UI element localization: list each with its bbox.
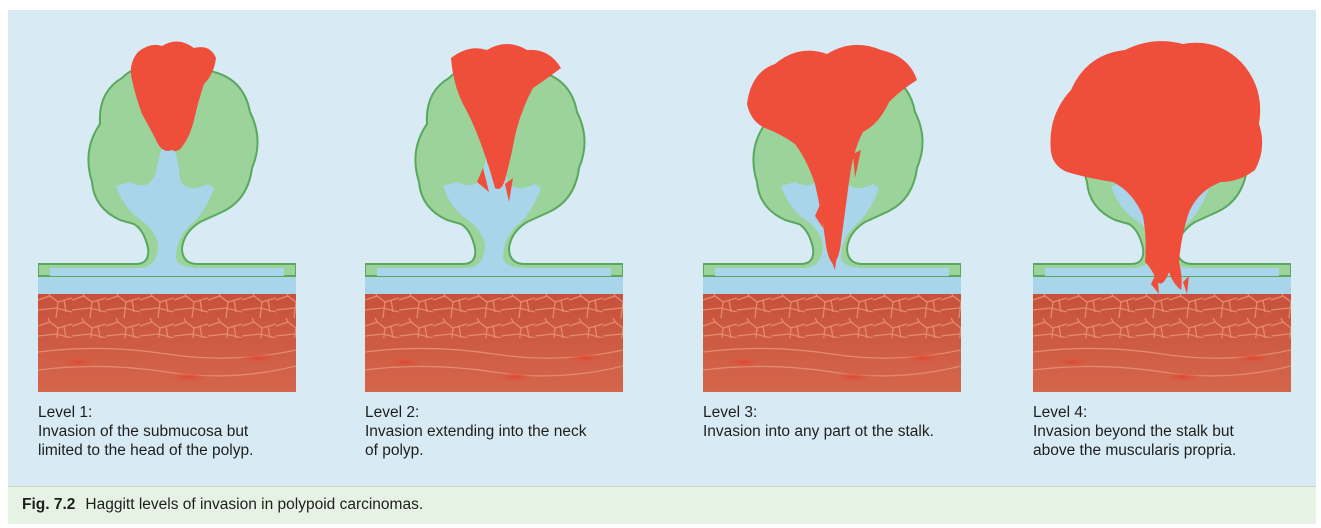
level-label: Level 3:	[703, 403, 993, 422]
level-description-line: Invasion into any part ot the stalk.	[703, 422, 993, 441]
level-2-caption: Level 2: Invasion extending into the nec…	[365, 403, 655, 460]
polyp-level-1-illustration	[38, 32, 296, 392]
muscularis-layer	[38, 294, 296, 392]
level-description-line: Invasion beyond the stalk but	[1033, 422, 1321, 441]
figure-caption-text: Haggitt levels of invasion in polypoid c…	[85, 496, 423, 513]
level-1-caption: Level 1: Invasion of the submucosa but l…	[38, 403, 328, 460]
level-4-caption: Level 4: Invasion beyond the stalk but a…	[1033, 403, 1321, 460]
carcinoma	[1050, 41, 1262, 290]
muscularis-layer	[703, 294, 961, 392]
level-label: Level 1:	[38, 403, 328, 422]
muscularis-layer	[365, 294, 623, 392]
level-description-line: limited to the head of the polyp.	[38, 441, 328, 460]
figure-caption: Fig. 7.2 Haggitt levels of invasion in po…	[8, 486, 1316, 524]
polyp-level-4-illustration	[1033, 32, 1291, 392]
level-description-line: of polyp.	[365, 441, 655, 460]
level-label: Level 2:	[365, 403, 655, 422]
level-description-line: Invasion of the submucosa but	[38, 422, 328, 441]
level-label: Level 4:	[1033, 403, 1321, 422]
figure-number: Fig. 7.2	[22, 496, 75, 513]
muscularis-layer	[1033, 294, 1291, 392]
polyp-level-2-illustration	[365, 32, 623, 392]
figure-panel: Level 1: Invasion of the submucosa but l…	[8, 10, 1316, 486]
level-3-caption: Level 3: Invasion into any part ot the s…	[703, 403, 993, 441]
level-description-line: above the muscularis propria.	[1033, 441, 1321, 460]
polyp-level-3-illustration	[703, 32, 961, 392]
level-description-line: Invasion extending into the neck	[365, 422, 655, 441]
